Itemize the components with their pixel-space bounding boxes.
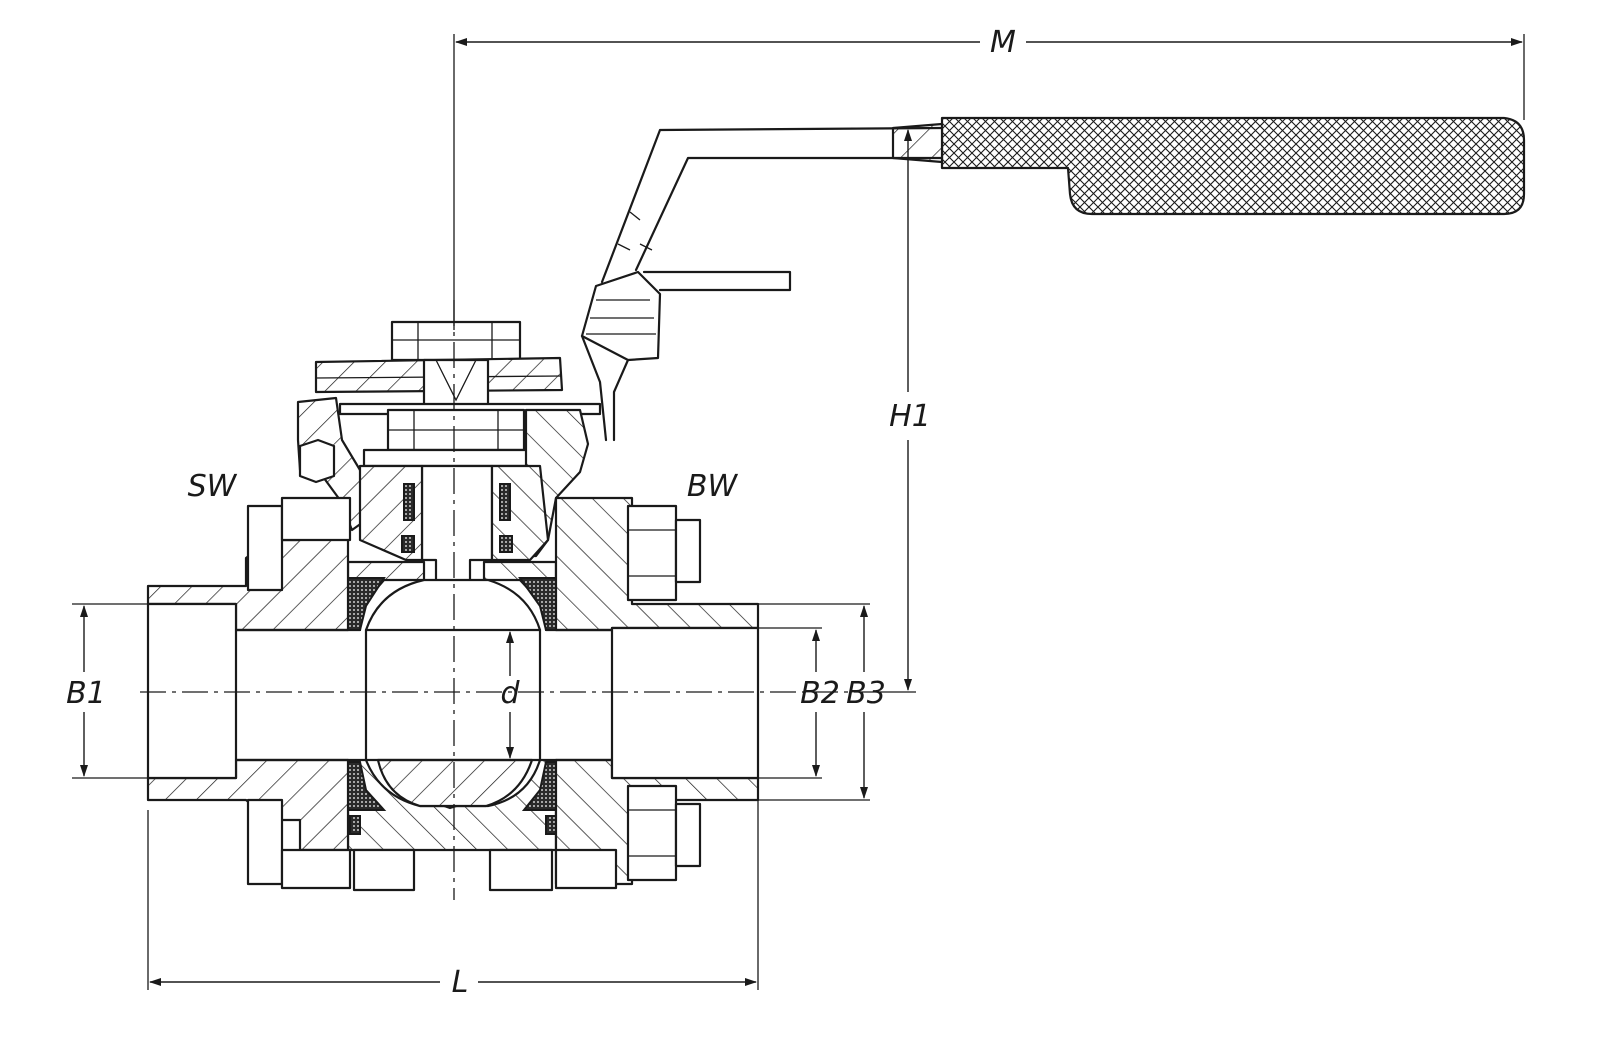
center-lines xyxy=(140,300,862,900)
center-body xyxy=(346,560,558,852)
left-end-cap-sw xyxy=(146,496,416,892)
dim-label-m: M xyxy=(990,25,1016,60)
stem-assembly xyxy=(314,320,602,614)
handle-grip xyxy=(940,116,1526,216)
dim-label-b1: B1 xyxy=(66,676,106,711)
dim-label-h1: H1 xyxy=(889,399,931,434)
dim-label-d: d xyxy=(500,676,520,711)
end-label-bw: BW xyxy=(687,469,739,504)
ball xyxy=(364,578,542,808)
handle-bar-hatched xyxy=(891,122,944,164)
top-nut xyxy=(390,320,522,362)
right-end-cap-bw xyxy=(488,496,760,892)
handle-clip xyxy=(580,270,662,362)
dim-label-l: L xyxy=(452,965,469,1000)
bolt-nut-bottom xyxy=(626,784,678,882)
dim-label-b3: B3 xyxy=(846,676,886,711)
seat-right xyxy=(518,577,557,631)
lever-handle xyxy=(580,116,1526,442)
bolt-nut-top xyxy=(626,504,678,602)
dim-label-b2: B2 xyxy=(800,676,840,711)
end-label-sw: SW xyxy=(188,469,238,504)
dimensions xyxy=(72,34,1525,990)
